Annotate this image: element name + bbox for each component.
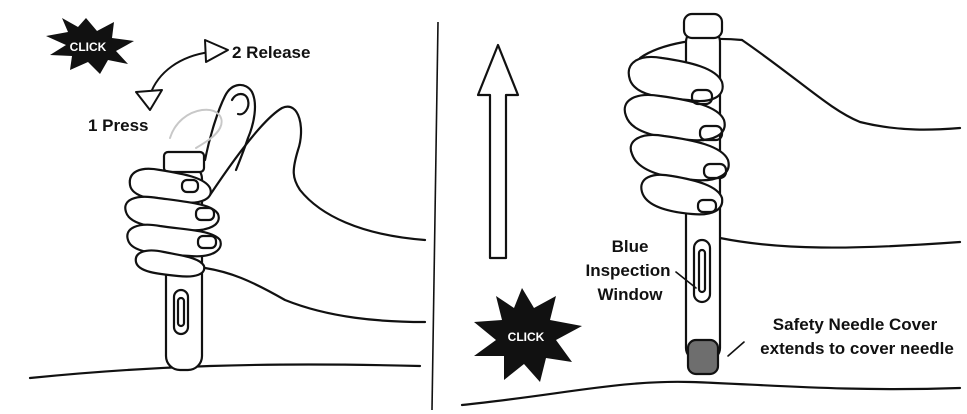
window-label-line2: Inspection [585,261,670,280]
step-release-label: 2 Release [232,43,310,62]
forearm-upper-right [742,40,960,130]
forearm-lower-right [720,238,960,248]
skin-line-right [462,382,960,405]
click-label-left: CLICK [70,40,107,54]
step-press-label: 1 Press [88,116,149,135]
pen-top-left [164,152,204,172]
cover-leader-line [728,342,744,356]
window-label-line3: Window [598,285,664,304]
window-label-line1: Blue [612,237,649,256]
release-arrowhead [205,40,228,62]
press-arrowhead [136,90,162,110]
click-burst-left: CLICK [46,18,134,74]
cover-label-line1: Safety Needle Cover [773,315,938,334]
ghost-thumb [170,110,222,148]
click-label-right: CLICK [508,330,545,344]
skin-line-left [30,365,420,379]
cover-label-line2: extends to cover needle [760,339,954,358]
left-panel [30,40,425,378]
panel-divider [432,22,438,410]
press-release-arrow [150,52,210,95]
hand-lower-outline [205,268,425,322]
click-burst-right: CLICK [474,288,582,382]
pen-cap-right [684,14,722,38]
forearm-outline [210,107,425,240]
up-arrow [478,45,518,258]
needle-cover [688,340,718,374]
thumbnail [232,94,248,114]
